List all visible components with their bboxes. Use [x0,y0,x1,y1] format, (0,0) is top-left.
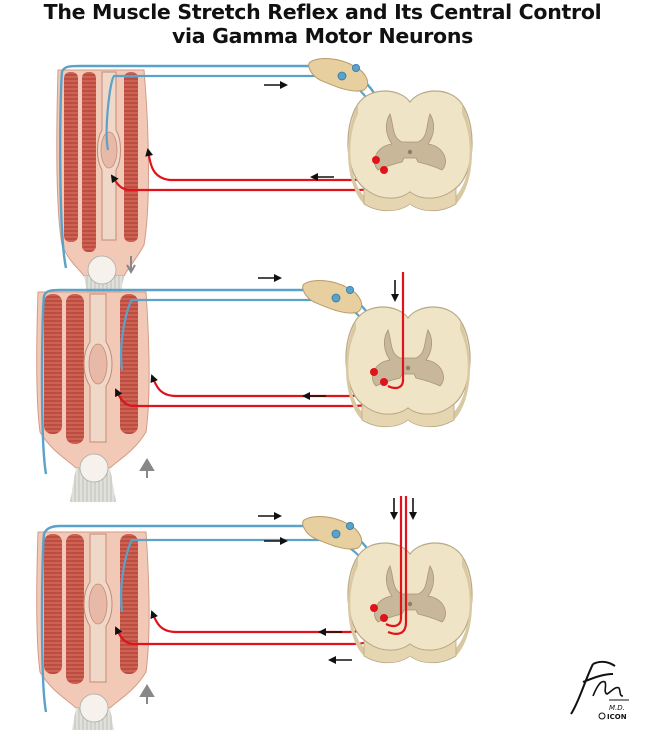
spinal-cord-2 [345,306,471,428]
muscle-contracted-2 [36,291,150,503]
svg-text:M.D.: M.D. [609,704,625,712]
alpha-neuron-2 [380,378,388,386]
spinal-cord-1 [347,90,473,212]
netter-signature-logo: M.D. ICON [570,660,629,721]
stretch-arrow-up-3 [139,684,155,704]
alpha-neuron-1 [380,166,388,174]
panel-2 [36,272,471,503]
stretch-arrow-down [126,256,136,275]
gamma-motor-fiber-3 [150,610,378,634]
dorsal-root-ganglion-3 [302,516,363,550]
descending-gamma-pathway-3 [387,496,408,635]
panel-1 [56,58,473,311]
gamma-neuron-3 [370,604,378,612]
descending-alpha-pathway [387,272,405,390]
muscle-contracted-3 [36,531,150,730]
gamma-motor-fiber-2 [150,374,378,398]
diagram-title: The Muscle Stretch Reflex and Its Centra… [0,0,645,48]
stretch-arrow-up-2 [139,458,155,478]
descending-alpha-pathway-3 [385,496,403,628]
alpha-neuron-3 [380,614,388,622]
gamma-motor-fiber [145,148,380,182]
sensory-fiber-ii-3 [120,538,382,613]
gamma-neuron-1 [372,156,380,164]
spinal-cord-3 [347,542,473,664]
alpha-motor-fiber-3 [115,623,386,646]
gamma-neuron-2 [370,368,378,376]
svg-text:ICON: ICON [607,713,627,721]
dorsal-root-ganglion-2 [302,280,363,314]
dorsal-root-ganglion-1 [308,58,369,92]
title-line-2: via Gamma Motor Neurons [171,24,474,48]
panel-3 [36,496,473,730]
alpha-motor-fiber [110,174,388,192]
title-line-1: The Muscle Stretch Reflex and Its Centra… [43,0,602,24]
